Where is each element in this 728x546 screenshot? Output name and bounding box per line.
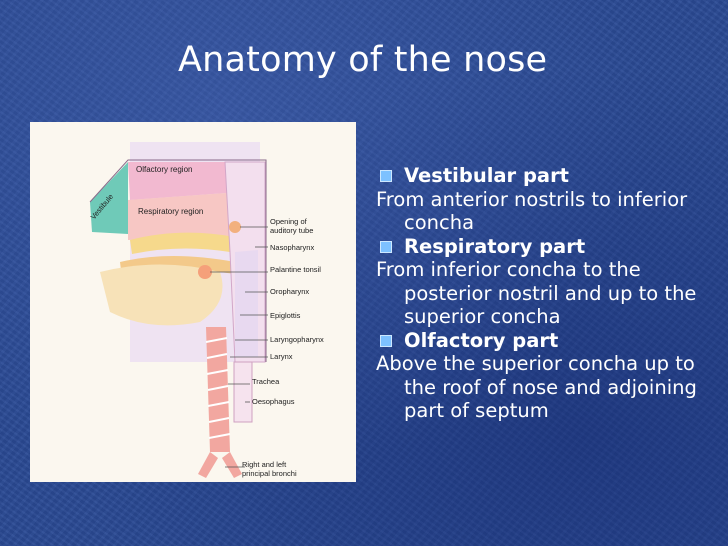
label-opening-auditory-2: auditory tube: [270, 226, 313, 235]
label-oropharynx: Oropharynx: [270, 287, 309, 296]
label-opening-auditory-1: Opening of: [270, 217, 308, 226]
label-respiratory-region: Respiratory region: [138, 207, 203, 216]
respiratory-region: [128, 192, 240, 240]
tonsil-shape: [198, 265, 212, 279]
label-palatine-tonsil: Palantine tonsil: [270, 265, 321, 274]
label-bronchi-1: Right and left: [242, 460, 287, 469]
trachea-rings: [205, 337, 231, 439]
tongue: [100, 264, 223, 326]
slide-title: Anatomy of the nose: [178, 40, 548, 80]
bullet-list: Vestibular part From anterior nostrils t…: [376, 164, 706, 423]
bullet-heading: Vestibular part: [404, 164, 570, 187]
label-larynx: Larynx: [270, 352, 293, 361]
label-trachea: Trachea: [252, 377, 280, 386]
bullet-respiratory: Respiratory part: [376, 235, 706, 259]
left-bronchus: [222, 452, 242, 478]
outline: [89, 159, 267, 362]
label-olfactory-region: Olfactory region: [136, 165, 192, 174]
bullet-square-icon: [380, 170, 392, 182]
bullet-description: Above the superior concha up to the roof…: [376, 352, 697, 422]
bullet-olfactory: Olfactory part: [376, 329, 706, 353]
vestibule-region: [90, 162, 128, 234]
bullet-heading: Olfactory part: [404, 328, 559, 352]
label-bronchi-2: principal bronchi: [242, 469, 297, 478]
right-bronchus: [198, 452, 218, 478]
oropharynx-column: [235, 250, 258, 357]
auditory-opening-shape: [229, 221, 241, 233]
label-epiglottis: Epiglottis: [270, 311, 301, 320]
oesophagus-shape: [233, 361, 253, 423]
bullet-description: From inferior concha to the posterior no…: [376, 258, 697, 328]
bullet-square-icon: [380, 334, 392, 347]
palate-band: [130, 232, 239, 254]
olfactory-region: [128, 162, 240, 200]
pointer-lines: [210, 226, 268, 468]
diagram-svg: Olfactory region Respiratory region Vest…: [89, 142, 324, 478]
bullet-square-icon: [380, 240, 392, 253]
label-oesophagus: Oesophagus: [252, 397, 295, 406]
nose-anatomy-diagram: Olfactory region Respiratory region Vest…: [30, 122, 356, 482]
label-laryngopharynx: Laryngopharynx: [270, 335, 324, 344]
bullet-description: From anterior nostrils to inferior conch…: [376, 187, 688, 235]
bullet-vestibular: Vestibular part: [376, 164, 706, 188]
bullet-heading: Respiratory part: [404, 234, 586, 258]
label-nasopharynx: Nasopharynx: [270, 243, 314, 252]
